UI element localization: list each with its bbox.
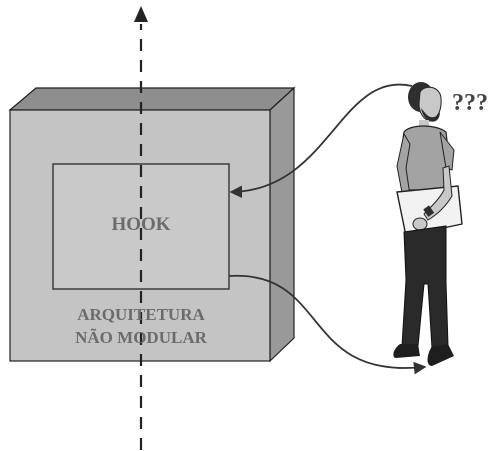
architecture-label-line1: ARQUITETURA [77, 305, 205, 324]
man-with-laptop-icon [393, 82, 463, 366]
box-top-face [8, 87, 296, 111]
axis-arrowhead-icon [134, 6, 148, 22]
box-side-face [269, 86, 295, 363]
question-marks: ??? [452, 90, 488, 116]
architecture-label-line2: NÃO MODULAR [75, 328, 207, 347]
arrow-out-of-hook [228, 275, 427, 375]
arrow-into-hook [229, 83, 413, 199]
hook-box [52, 163, 230, 290]
hook-label: HOOK [111, 214, 170, 235]
